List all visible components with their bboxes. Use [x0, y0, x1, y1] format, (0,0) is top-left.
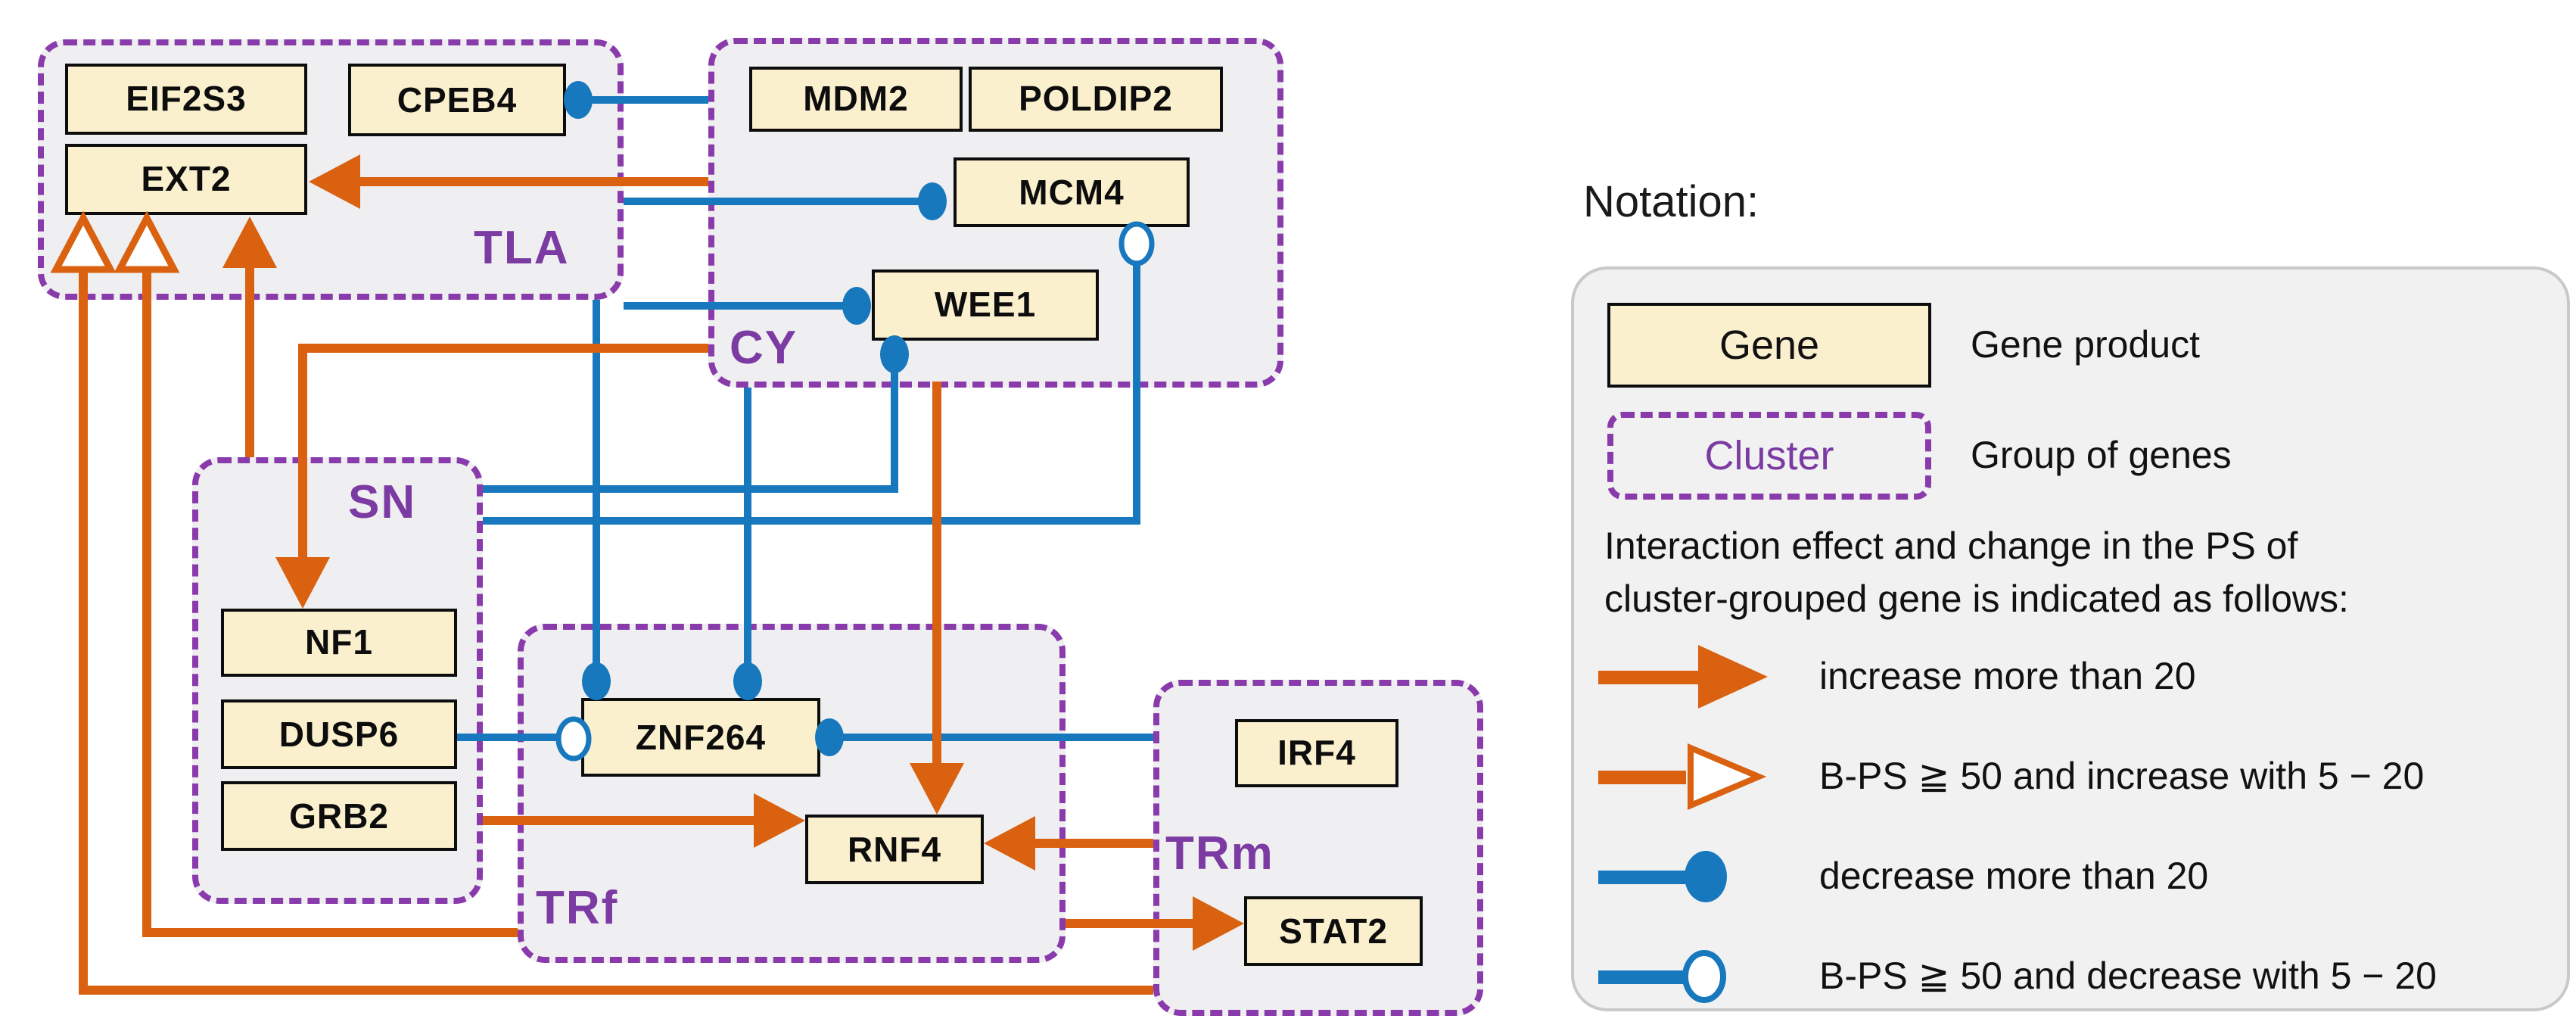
bps-decrease-circle-icon: [1598, 950, 1726, 1003]
gene-box-MCM4: MCM4: [954, 157, 1190, 227]
gene-box-RNF4: RNF4: [805, 815, 984, 884]
legend-row-decrease: decrease more than 20: [1598, 842, 2208, 911]
legend-row-bps-increase-label: B-PS ≧ 50 and increase with 5 − 20: [1819, 755, 2425, 798]
legend-cluster-sample-box: Cluster: [1607, 412, 1931, 500]
legend-gene-sample-box: Gene: [1607, 303, 1931, 388]
legend-row-bps-decrease: B-PS ≧ 50 and decrease with 5 − 20: [1598, 942, 2437, 1011]
gene-box-GRB2: GRB2: [221, 781, 457, 851]
notation-title: Notation:: [1583, 179, 1759, 227]
legend-row-decrease-label: decrease more than 20: [1819, 855, 2209, 897]
legend-row-bps-decrease-label: B-PS ≧ 50 and decrease with 5 − 20: [1819, 955, 2437, 998]
legend-row-increase: increase more than 20: [1598, 642, 2196, 712]
gene-box-MDM2: MDM2: [749, 67, 963, 132]
gene-box-POLDIP2: POLDIP2: [969, 67, 1223, 132]
legend-paragraph-line2: cluster-grouped gene is indicated as fol…: [1604, 578, 2349, 621]
legend-cluster-description: Group of genes: [1971, 434, 2232, 476]
cluster-label-TRm: TRm: [1165, 827, 1274, 880]
gene-box-STAT2: STAT2: [1244, 896, 1423, 966]
gene-box-EXT2: EXT2: [65, 144, 307, 215]
legend-gene-description: Gene product: [1971, 323, 2200, 366]
legend-row-increase-label: increase more than 20: [1819, 655, 2196, 697]
gene-box-ZNF264: ZNF264: [581, 698, 820, 777]
gene-box-WEE1: WEE1: [872, 269, 1099, 341]
gene-box-CPEB4: CPEB4: [348, 64, 566, 136]
gene-box-NF1: NF1: [221, 609, 457, 677]
legend-paragraph-line1: Interaction effect and change in the PS …: [1604, 525, 2298, 568]
gene-box-IRF4: IRF4: [1235, 719, 1398, 787]
decrease-circle-icon: [1598, 851, 1727, 902]
increase-arrow-icon: [1598, 645, 1768, 709]
gene-box-DUSP6: DUSP6: [221, 699, 457, 769]
gene-box-EIF2S3: EIF2S3: [65, 64, 307, 135]
bps-increase-arrow-icon: [1598, 743, 1767, 811]
legend-paragraph: Interaction effect and change in the PS …: [1604, 521, 2550, 627]
legend-row-bps-increase: B-PS ≧ 50 and increase with 5 − 20: [1598, 742, 2424, 811]
legend-panel: Gene Gene product Cluster Group of genes…: [1571, 266, 2570, 1011]
